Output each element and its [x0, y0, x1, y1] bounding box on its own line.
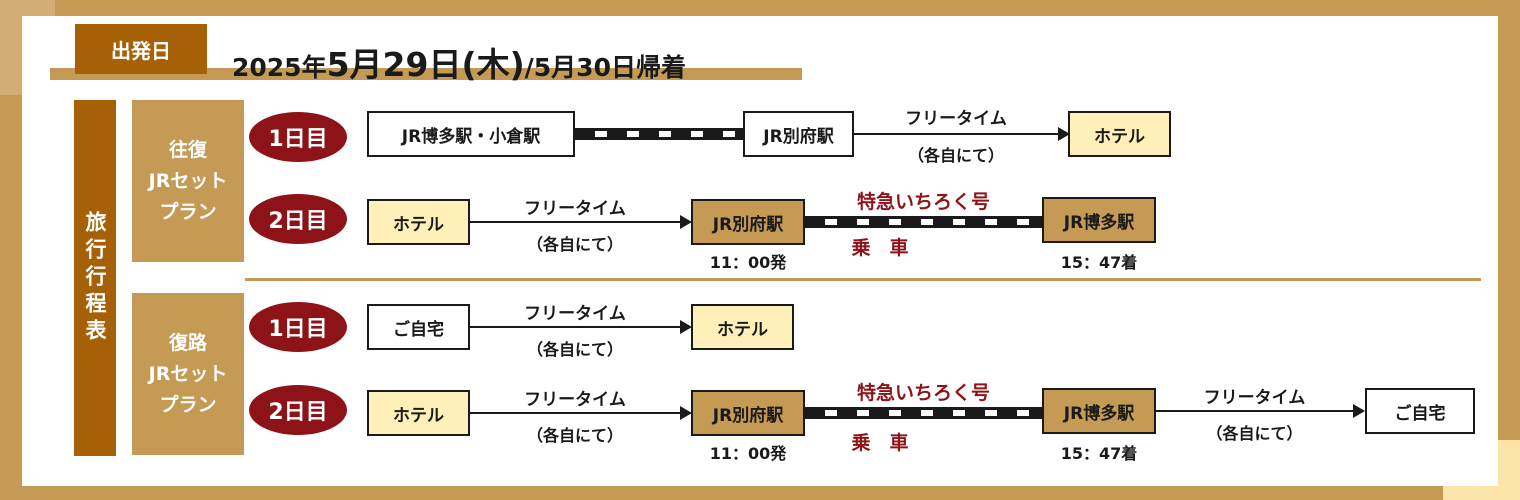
station-box-beppu: JR別府駅 — [691, 199, 805, 245]
plan-label-line: プラン — [159, 393, 217, 416]
express-train-name: 特急いちろく号 — [856, 382, 990, 404]
departure-time: 11：00発 — [709, 253, 787, 272]
arrow-head-icon — [680, 215, 692, 229]
title-underline — [50, 68, 802, 80]
plan-label-line: プラン — [159, 200, 217, 223]
station-box-hakata: JR博多駅 — [1042, 197, 1156, 243]
arrival-time: 15：47着 — [1060, 444, 1138, 463]
page-title: 2025年 5月29日 (木) /5月30日帰着 — [232, 38, 686, 84]
station-box-hotel: ホテル — [367, 390, 470, 436]
train-track — [805, 407, 1042, 419]
boarding-label: 乗 車 — [851, 432, 909, 454]
day-badge: 1日目 — [249, 302, 347, 352]
title-return: /5月30日帰着 — [524, 53, 686, 82]
station-box-beppu: JR別府駅 — [691, 390, 805, 436]
title-date: 5月29日 — [326, 45, 462, 84]
express-train-name: 特急いちろく号 — [856, 191, 990, 213]
arrow-line — [470, 221, 680, 223]
arrow-line — [1156, 410, 1353, 412]
title-day-of-week: (木) — [461, 45, 525, 84]
arrow-head-icon — [680, 406, 692, 420]
itinerary-sidebar: 旅行行程表 — [74, 100, 116, 456]
day-badge: 2日目 — [249, 194, 347, 244]
free-time-label: フリータイム — [524, 390, 626, 410]
free-time-label: フリータイム — [905, 109, 1007, 129]
plan-label-line: JRセット — [148, 169, 228, 192]
departure-date-label: 出発日 — [75, 24, 207, 74]
plan-label-line: 往復 — [168, 138, 207, 161]
itinerary-sidebar-label: 旅行行程表 — [83, 210, 107, 346]
arrow-head-icon — [1353, 404, 1365, 418]
day-badge: 1日目 — [249, 112, 347, 162]
arrow-line — [470, 326, 680, 328]
plan-label-line: JRセット — [148, 362, 228, 385]
station-box-beppu: JR別府駅 — [743, 111, 854, 157]
arrow-head-icon — [680, 320, 692, 334]
own-way-label: （各自にて） — [1206, 424, 1303, 443]
station-box-hotel: ホテル — [1068, 111, 1171, 157]
station-box-hotel: ホテル — [367, 199, 470, 245]
free-time-label: フリータイム — [1203, 388, 1306, 408]
section-divider — [245, 278, 1481, 281]
plan-return-trip: 復路 JRセット プラン — [132, 293, 244, 455]
arrow-line — [470, 412, 680, 414]
free-time-label: フリータイム — [524, 199, 626, 219]
title-year: 2025年 — [232, 53, 327, 82]
day-badge: 2日目 — [249, 385, 347, 435]
free-time-label: フリータイム — [524, 304, 626, 324]
station-box-hakata: JR博多駅 — [1042, 388, 1156, 434]
station-box-hotel: ホテル — [691, 304, 794, 350]
station-box-hakata-kokura: JR博多駅・小倉駅 — [367, 111, 575, 157]
train-track — [575, 128, 743, 140]
own-way-label: （各自にて） — [526, 235, 623, 254]
own-way-label: （各自にて） — [526, 340, 623, 359]
arrival-time: 15：47着 — [1060, 253, 1138, 272]
own-way-label: （各自にて） — [526, 426, 623, 445]
plan-round-trip: 往復 JRセット プラン — [132, 100, 244, 262]
station-box-home: ご自宅 — [1365, 388, 1475, 434]
arrow-line — [854, 133, 1058, 135]
station-box-home: ご自宅 — [367, 304, 470, 350]
arrow-head-icon — [1058, 127, 1070, 141]
boarding-label: 乗 車 — [851, 237, 909, 259]
own-way-label: （各自にて） — [907, 146, 1004, 165]
train-track — [805, 216, 1042, 228]
plan-label-line: 復路 — [168, 331, 207, 354]
departure-time: 11：00発 — [709, 444, 787, 463]
